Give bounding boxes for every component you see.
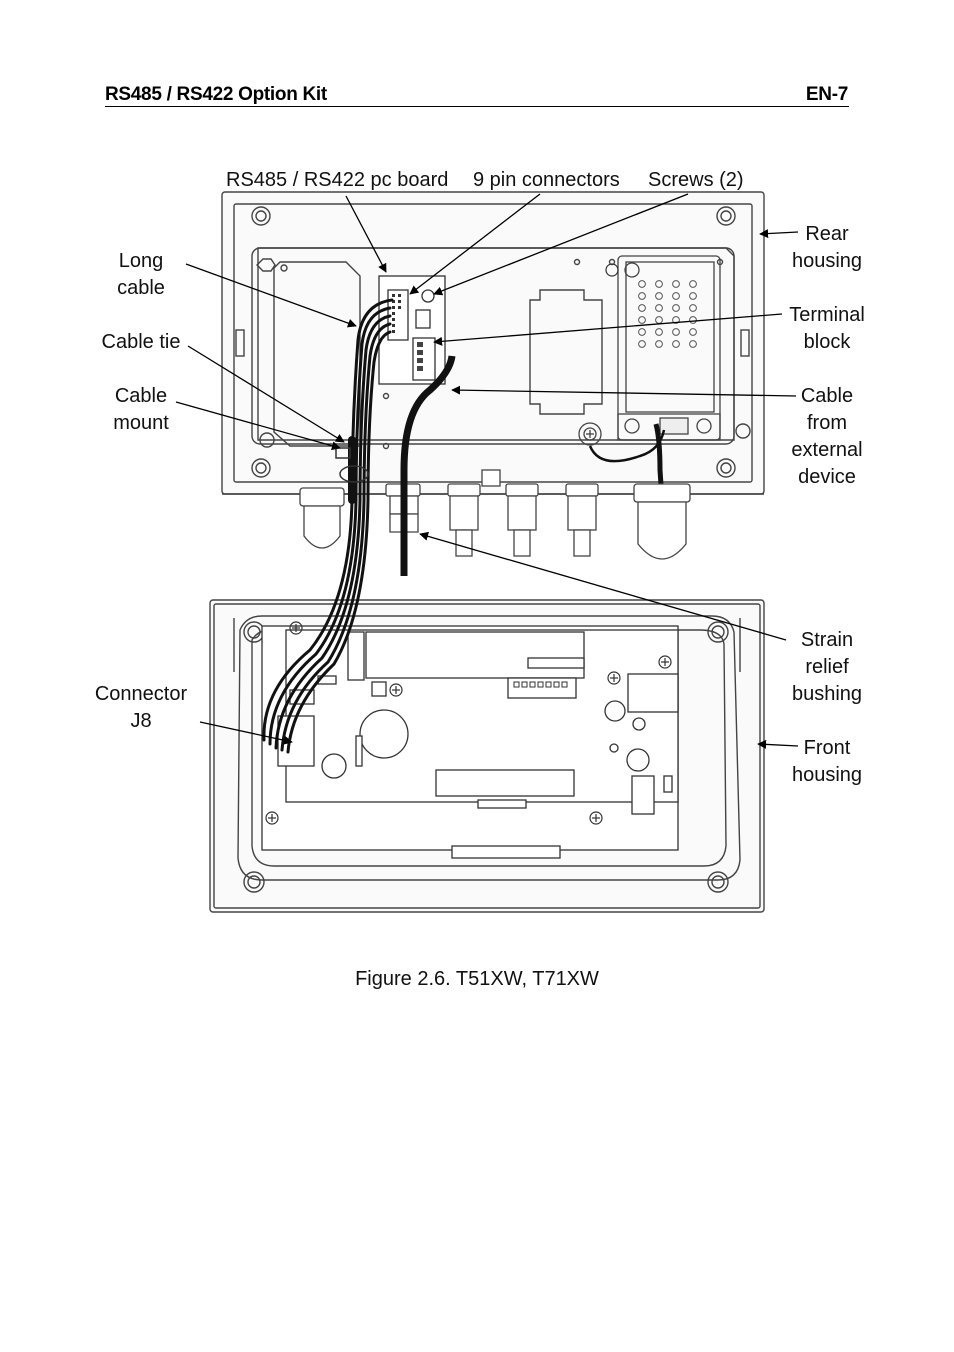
vent-holes [638,280,697,348]
label-connector-j8-2: J8 [130,710,151,732]
label-cable-device-4: device [798,466,856,488]
label-connector-j8-1: Connector [95,683,188,705]
figure-caption: Figure 2.6. T51XW, T71XW [355,968,599,990]
cable-glands [299,469,691,560]
label-cable-device-2: from [807,412,847,434]
label-terminal-block-1: Terminal [789,304,865,326]
nine-pin-connector [392,294,401,333]
page-number: EN-7 [805,84,848,105]
board-screws [265,263,672,825]
external-device-cable [400,355,456,576]
label-cable-device-3: external [791,439,862,461]
header-pins [513,681,568,688]
label-long-cable-2: cable [117,277,165,299]
label-screws: Screws (2) [648,169,744,191]
label-9-pin-connectors: 9 pin connectors [473,169,620,191]
label-front-housing-2: housing [792,764,862,786]
header-rule [105,106,849,107]
label-rear-housing-1: Rear [805,223,849,245]
header-title: RS485 / RS422 Option Kit [105,84,327,105]
label-cable-device-1: Cable [801,385,853,407]
main-board [261,625,679,859]
label-pc-board: RS485 / RS422 pc board [226,169,448,191]
power-cable [653,423,665,501]
rear-housing [221,191,765,495]
power-supply [617,255,721,441]
label-long-cable-1: Long [119,250,164,272]
cable-tie [335,447,369,483]
label-terminal-block-2: block [804,331,852,353]
terminal-block [417,342,423,371]
long-cable-bundle [262,298,394,754]
label-cable-tie: Cable tie [102,331,181,353]
label-cable-mount-1: Cable [115,385,167,407]
label-rear-housing-2: housing [792,250,862,272]
label-front-housing-1: Front [804,737,851,759]
label-cable-mount-2: mount [113,412,169,434]
ground-screw [578,422,602,446]
callout-lines [175,193,799,749]
label-strain-relief-1: Strain [801,629,853,651]
label-strain-relief-2: relief [805,656,849,678]
label-strain-relief-3: bushing [792,683,862,705]
